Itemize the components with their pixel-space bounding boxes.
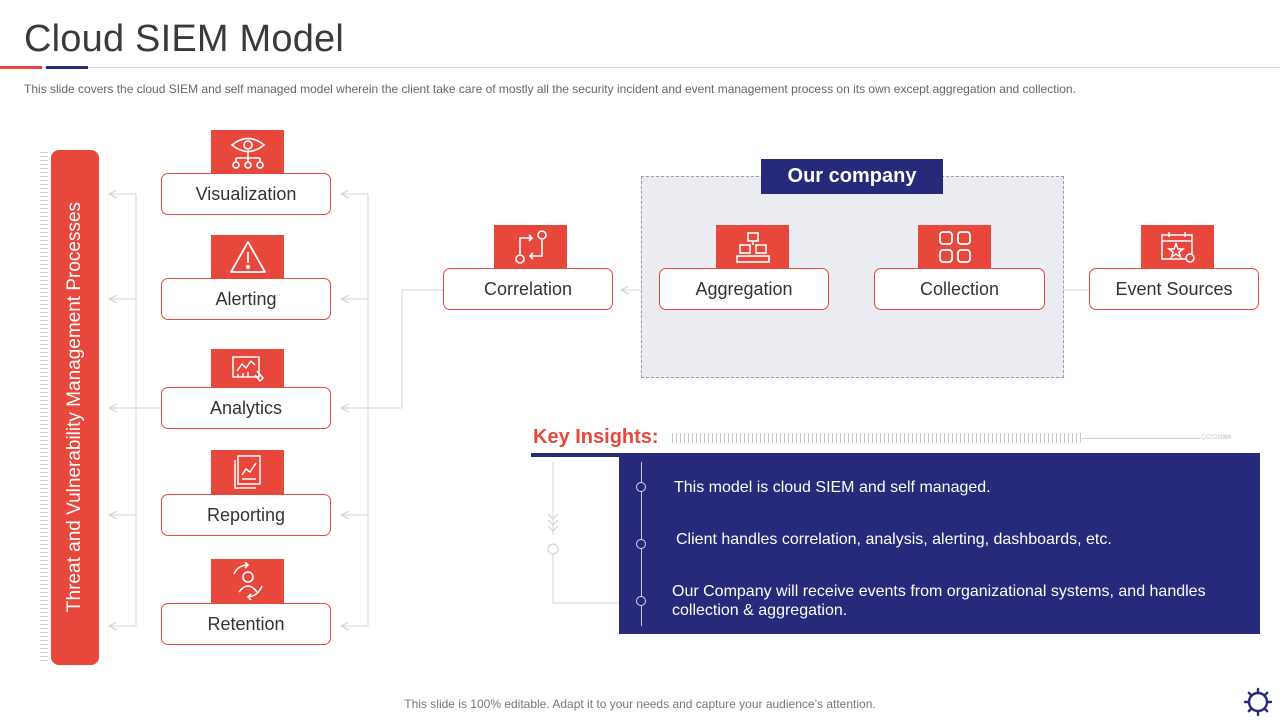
- visualization-node[interactable]: Visualization: [161, 173, 331, 215]
- hierarchy-icon: [716, 225, 789, 269]
- reporting-label: Reporting: [206, 504, 286, 525]
- alerting-label: Alerting: [215, 288, 277, 309]
- key-insights-title: Key Insights:: [533, 426, 659, 448]
- page-title: Cloud SIEM Model: [24, 18, 345, 60]
- collection-label: Collection: [919, 278, 1000, 299]
- aggregation-node[interactable]: Aggregation: [659, 268, 829, 310]
- eye-network-icon: [211, 130, 284, 174]
- side-process-bar: [51, 150, 99, 665]
- footer-note: This slide is 100% editable. Adapt it to…: [404, 697, 876, 711]
- insights-divider: [1082, 438, 1200, 439]
- report-document-icon: [211, 450, 284, 494]
- insights-ticks: [672, 433, 1082, 443]
- event-sources-node[interactable]: Event Sources: [1089, 268, 1259, 310]
- aggregation-label: Aggregation: [695, 278, 793, 299]
- company-label: Our company: [761, 159, 943, 194]
- retention-label: Retention: [207, 613, 285, 634]
- insight-item-1: This model is cloud SIEM and self manage…: [674, 479, 991, 496]
- title-accent-blue: [46, 66, 88, 69]
- user-cycle-icon: [211, 559, 284, 603]
- reporting-node[interactable]: Reporting: [161, 494, 331, 536]
- title-divider: [0, 67, 1280, 68]
- side-bar-ticks: [40, 152, 48, 662]
- insight-bullet-1: [636, 482, 646, 492]
- correlation-label: Correlation: [483, 278, 573, 299]
- insight-item-3: Our Company will receive events from org…: [672, 583, 1206, 619]
- visualization-label: Visualization: [195, 183, 297, 204]
- calendar-star-icon: [1141, 225, 1214, 269]
- warning-triangle-icon: [211, 235, 284, 279]
- correlation-node[interactable]: Correlation: [443, 268, 613, 310]
- event-sources-label: Event Sources: [1115, 278, 1233, 299]
- analytics-chart-icon: [211, 349, 284, 389]
- analytics-label: Analytics: [209, 397, 283, 418]
- retention-node[interactable]: Retention: [161, 603, 331, 645]
- slide-description: This slide covers the cloud SIEM and sel…: [24, 82, 1076, 96]
- analytics-node[interactable]: Analytics: [161, 387, 331, 429]
- collection-node[interactable]: Collection: [874, 268, 1045, 310]
- alerting-node[interactable]: Alerting: [161, 278, 331, 320]
- insight-item-2: Client handles correlation, analysis, al…: [676, 531, 1112, 548]
- gear-icon: [1243, 687, 1273, 720]
- grid-squares-icon: [918, 225, 991, 269]
- insight-bullet-2: [636, 539, 646, 549]
- insight-bullet-3: [636, 596, 646, 606]
- side-process-label: Threat and Vulnerability Management Proc…: [64, 201, 85, 613]
- insights-end-ornament: ○○○›››››: [1200, 431, 1231, 443]
- title-accent-red: [0, 66, 42, 69]
- insights-panel: [619, 453, 1260, 634]
- flow-arrows-icon: [494, 225, 567, 269]
